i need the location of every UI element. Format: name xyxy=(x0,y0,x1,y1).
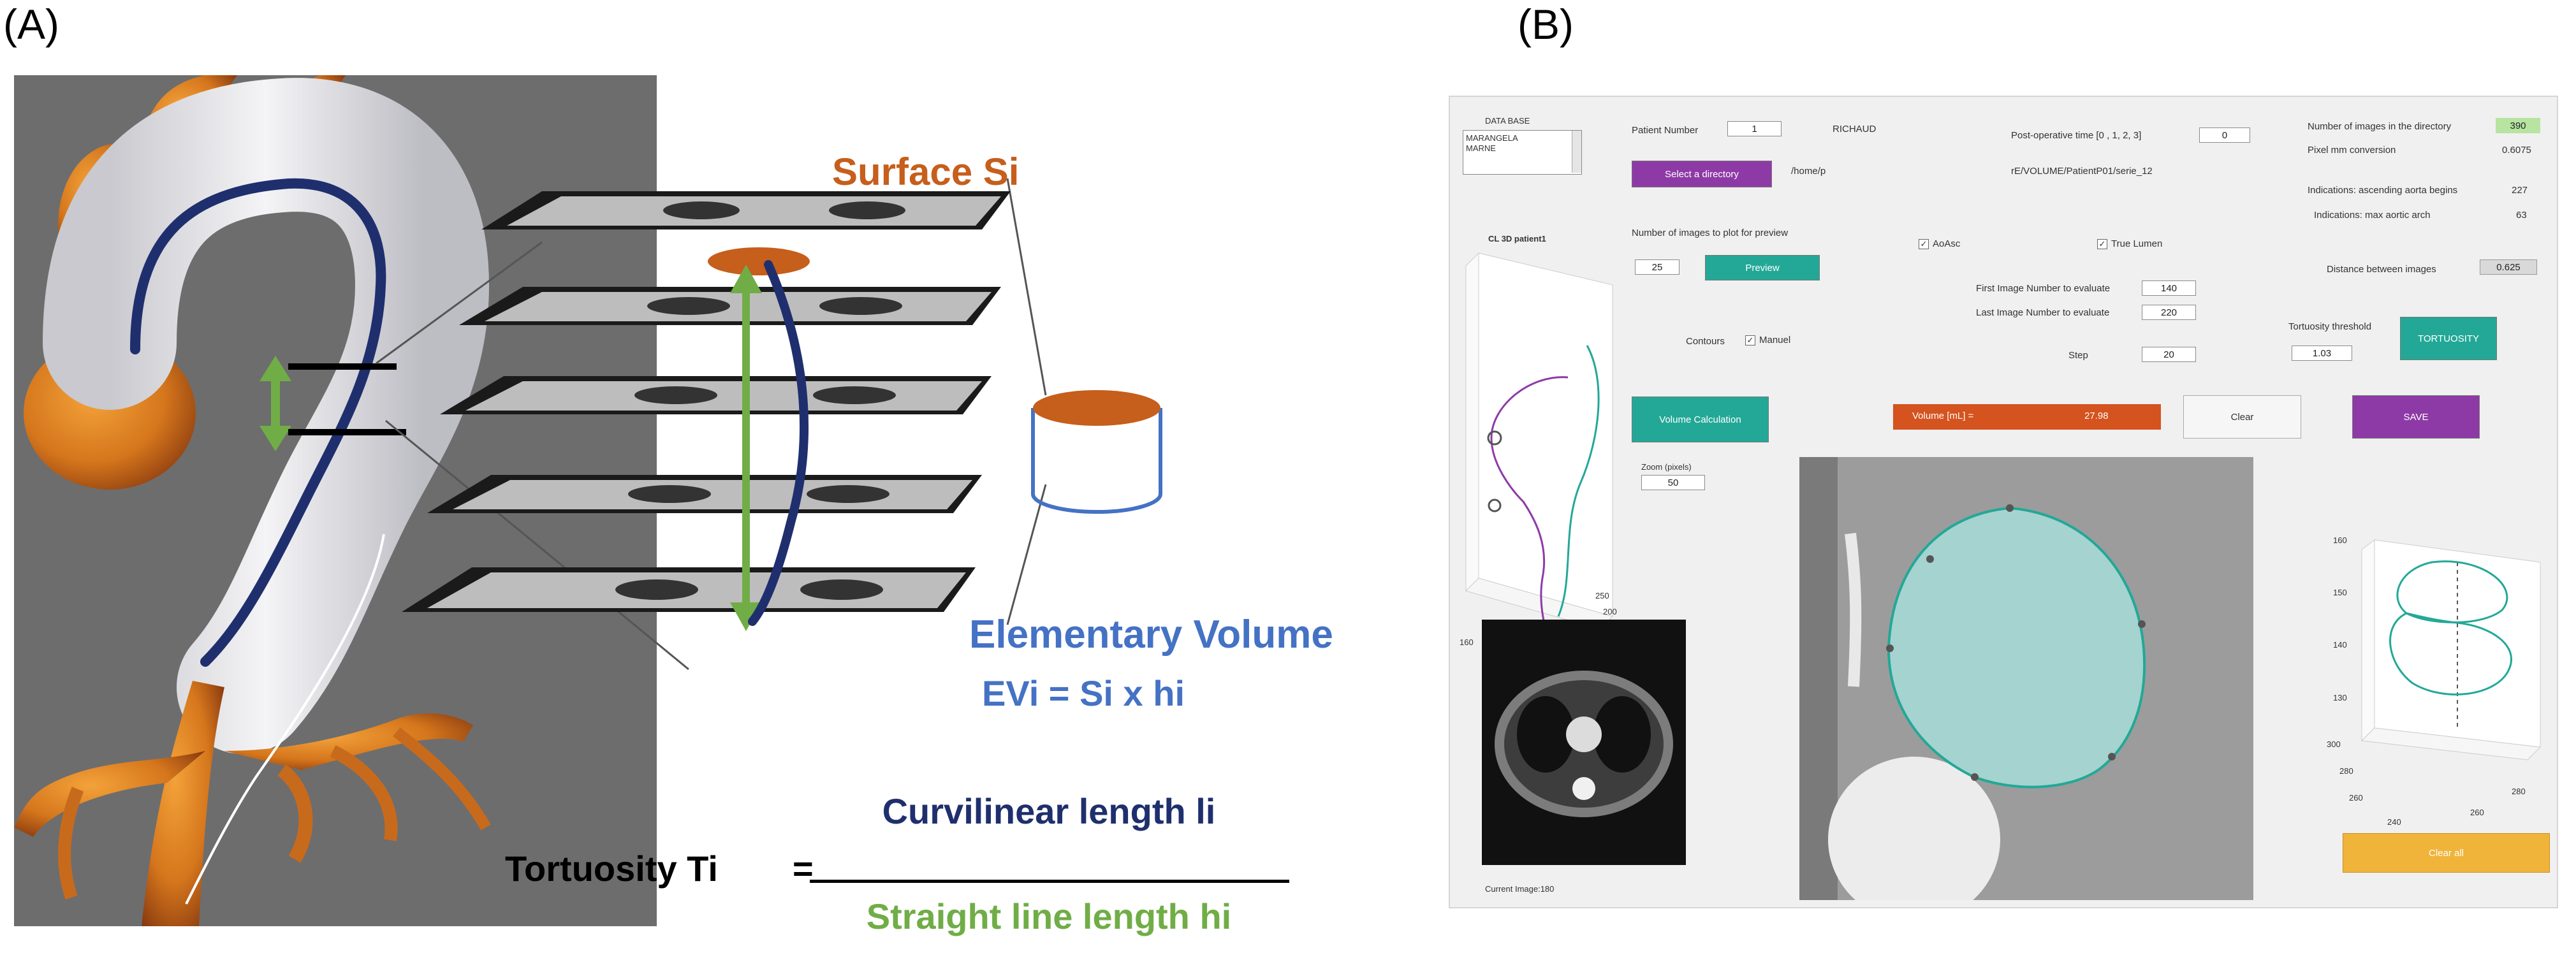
pixel-mm-label: Pixel mm conversion xyxy=(2308,145,2396,156)
save-button[interactable]: SAVE xyxy=(2352,395,2480,439)
ind-asc-label: Indications: ascending aorta begins xyxy=(2308,185,2458,196)
post-op-field[interactable]: 0 xyxy=(2199,127,2250,143)
post-op-label: Post-operative time [0 , 1, 2, 3] xyxy=(2011,130,2142,141)
list-scrollbar[interactable] xyxy=(1572,131,1581,173)
x-tick-label: 160 xyxy=(1460,637,1474,647)
zoom-label: Zoom (pixels) xyxy=(1641,462,1692,472)
current-image-label: Current Image:180 xyxy=(1485,884,1555,894)
z-tick-label: 160 xyxy=(2333,535,2347,545)
check-icon: ✓ xyxy=(1919,238,1929,249)
surface-si-ellipse xyxy=(708,247,810,275)
num-preview-field[interactable]: 25 xyxy=(1635,259,1680,275)
ind-max-value: 63 xyxy=(2516,210,2527,221)
x-tick-label: 260 xyxy=(2349,793,2363,803)
ct-slice xyxy=(440,376,992,414)
num-images-dir-label: Number of images in the directory xyxy=(2308,121,2452,132)
list-item[interactable]: MARNE xyxy=(1466,143,1496,153)
zoom-field[interactable]: 50 xyxy=(1641,475,1705,490)
contours-label: Contours xyxy=(1686,336,1725,347)
check-icon: ✓ xyxy=(2097,238,2107,249)
equals-sign: = xyxy=(793,848,814,889)
panel-a-label: (A) xyxy=(3,1,59,48)
volume-path: rE/VOLUME/PatientP01/serie_12 xyxy=(2011,166,2153,177)
clear-button[interactable]: Clear xyxy=(2183,395,2301,439)
centerline-3d-plot xyxy=(1465,252,1613,630)
ct-thumbnail-image xyxy=(1495,671,1673,817)
ind-asc-value: 227 xyxy=(2512,185,2528,196)
tortuosity-threshold-label: Tortuosity threshold xyxy=(2288,321,2372,332)
preview-button[interactable]: Preview xyxy=(1705,255,1820,280)
pixel-mm-value: 0.6075 xyxy=(2502,145,2531,156)
tortuosity-numerator: Curvilinear length li xyxy=(882,791,1216,831)
elementary-volume-title: Elementary Volume xyxy=(969,613,1333,657)
clear-all-button[interactable]: Clear all xyxy=(2343,833,2550,873)
distance-value: 0.625 xyxy=(2480,259,2537,275)
volume-calculation-button[interactable]: Volume Calculation xyxy=(1632,396,1769,442)
ind-max-label: Indications: max aortic arch xyxy=(2314,210,2431,221)
true-lumen-checkbox[interactable]: ✓ True Lumen xyxy=(2097,238,2162,249)
x-tick-label: 240 xyxy=(2387,817,2401,827)
num-images-dir-value: 390 xyxy=(2496,118,2540,133)
ct-slice xyxy=(481,191,1011,229)
patient-name: RICHAUD xyxy=(1833,124,1877,135)
panel-b-label: (B) xyxy=(1518,1,1574,48)
last-image-field[interactable]: 220 xyxy=(2142,305,2196,320)
contour-point[interactable] xyxy=(1886,644,1894,652)
ct-slice-stack xyxy=(376,178,1162,671)
y-tick-label: 280 xyxy=(2512,787,2526,796)
contour-point[interactable] xyxy=(2108,753,2116,760)
distance-label: Distance between images xyxy=(2327,264,2436,275)
elementary-volume-cylinder xyxy=(1031,390,1162,514)
x-tick-label: 280 xyxy=(2339,766,2353,776)
step-field[interactable]: 20 xyxy=(2142,347,2196,362)
ct-slice xyxy=(427,475,982,513)
elementary-volume-formula: EVi = Si x hi xyxy=(982,673,1185,713)
fraction-bar xyxy=(810,880,1289,883)
tortuosity-denominator: Straight line length hi xyxy=(866,896,1232,936)
z-tick-label: 150 xyxy=(2333,588,2347,597)
y-tick-label: 260 xyxy=(2470,808,2484,817)
contour-point[interactable] xyxy=(2138,620,2146,628)
contour-point[interactable] xyxy=(2006,504,2014,512)
volume-label: Volume [mL] = xyxy=(1912,411,1974,421)
patient-number-label: Patient Number xyxy=(1632,125,1699,136)
tortuosity-threshold-field[interactable]: 1.03 xyxy=(2292,345,2352,361)
last-image-label: Last Image Number to evaluate xyxy=(1976,307,2110,318)
z-tick-label: 140 xyxy=(2333,640,2347,650)
list-item[interactable]: MARANGELA xyxy=(1466,133,1518,143)
z-tick-label: 130 xyxy=(2333,693,2347,702)
aoasc-checkbox[interactable]: ✓ AoAsc xyxy=(1919,238,1960,249)
select-directory-button[interactable]: Select a directory xyxy=(1632,161,1772,187)
ct-slice xyxy=(459,287,1001,325)
num-preview-label: Number of images to plot for preview xyxy=(1632,228,1789,238)
volume-result-bar: Volume [mL] = 27.98 xyxy=(1893,404,2161,430)
step-label: Step xyxy=(2068,350,2088,361)
y-tick-label: 200 xyxy=(1603,607,1617,616)
contour-point[interactable] xyxy=(1926,555,1934,563)
tortuosity-gui-window: DATA BASE MARANGELA MARNE Patient Number… xyxy=(1449,96,2558,908)
manuel-checkbox[interactable]: ✓ Manuel xyxy=(1745,335,1790,345)
current-ct-thumbnail xyxy=(1482,620,1686,865)
volume-value: 27.98 xyxy=(2084,411,2109,421)
home-path: /home/p xyxy=(1791,166,1826,177)
first-image-label: First Image Number to evaluate xyxy=(1976,283,2111,294)
aorta-illustration xyxy=(14,75,491,926)
first-image-field[interactable]: 140 xyxy=(2142,280,2196,296)
tortuosity-label: Tortuosity Ti xyxy=(505,848,718,889)
contour-point[interactable] xyxy=(1971,773,1979,781)
check-icon: ✓ xyxy=(1745,335,1755,345)
ct-contour-image xyxy=(1799,457,2253,900)
y-tick-label: 250 xyxy=(1595,591,1609,600)
plot-3d-title: CL 3D patient1 xyxy=(1488,234,1546,244)
surface-si-title: Surface Si xyxy=(832,150,1020,193)
database-title: DATA BASE xyxy=(1485,116,1530,126)
main-ct-view[interactable] xyxy=(1799,457,2253,900)
lumen-contour[interactable] xyxy=(1887,506,2146,789)
contour-3d-plot xyxy=(2360,539,2542,760)
tortuosity-button[interactable]: TORTUOSITY xyxy=(2400,317,2497,360)
database-list[interactable]: MARANGELA MARNE xyxy=(1463,130,1582,175)
patient-number-field[interactable]: 1 xyxy=(1727,121,1782,136)
x-tick-label: 300 xyxy=(2327,739,2341,749)
ct-slice xyxy=(402,567,976,612)
